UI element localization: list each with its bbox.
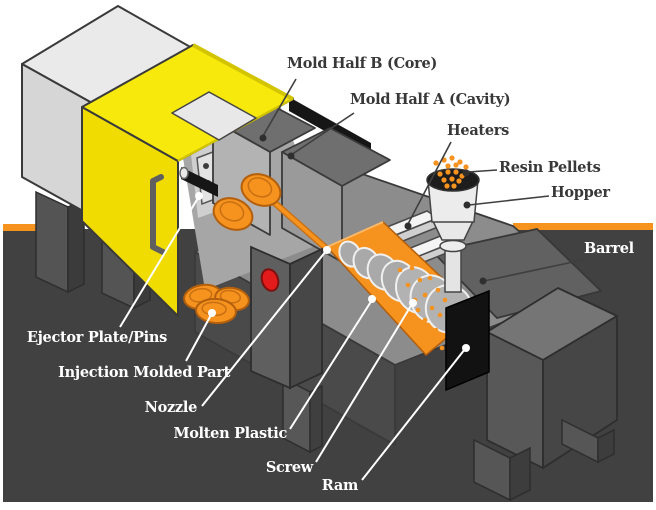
dot-molten-plastic — [368, 295, 376, 303]
tie-bar-lower — [179, 166, 218, 197]
dot-resin-pellets — [462, 169, 470, 177]
leader-resin-pellets — [467, 169, 498, 173]
dot-barrel — [479, 277, 487, 285]
leader-hopper — [468, 195, 550, 206]
dot-ejector — [195, 192, 203, 200]
leader-dots-dark — [259, 134, 487, 285]
control-pillar — [250, 245, 323, 390]
leader-nozzle — [201, 250, 327, 407]
dot-ram — [462, 344, 470, 352]
molded-part-on-sprue — [212, 173, 330, 252]
leader-mold-half-b — [262, 78, 297, 137]
dot-molded-part — [208, 309, 216, 317]
ejected-parts-pile — [183, 283, 250, 325]
dot-mold-half-a — [287, 152, 295, 160]
dot-heaters — [404, 222, 412, 230]
leader-screw — [315, 303, 413, 463]
dot-screw — [409, 299, 417, 307]
guard-handle — [150, 174, 166, 255]
guard-window — [171, 91, 257, 141]
leader-molded-part — [185, 314, 212, 362]
dot-nozzle — [323, 246, 331, 254]
leader-ram — [361, 348, 466, 481]
leader-lines-light — [119, 197, 466, 481]
red-button — [260, 268, 280, 292]
dot-mold-half-b — [259, 134, 267, 142]
leader-molten-plastic — [289, 299, 373, 430]
leader-mold-half-a — [290, 112, 355, 156]
ram-block — [445, 289, 490, 392]
leader-heaters — [407, 141, 452, 225]
ejector-pin — [203, 163, 209, 169]
leader-ejector — [119, 197, 199, 328]
safety-guard — [81, 43, 294, 317]
machine-legs-right — [473, 418, 615, 502]
leader-lines-dark — [262, 78, 588, 282]
accent-strip-right — [513, 223, 653, 230]
machine-legs-middle — [282, 376, 323, 454]
leader-barrel — [483, 258, 588, 282]
barrel-cutaway — [325, 221, 480, 357]
accent-strip-left — [3, 224, 37, 231]
dot-hopper — [463, 201, 471, 209]
leader-dots-light — [195, 192, 470, 352]
